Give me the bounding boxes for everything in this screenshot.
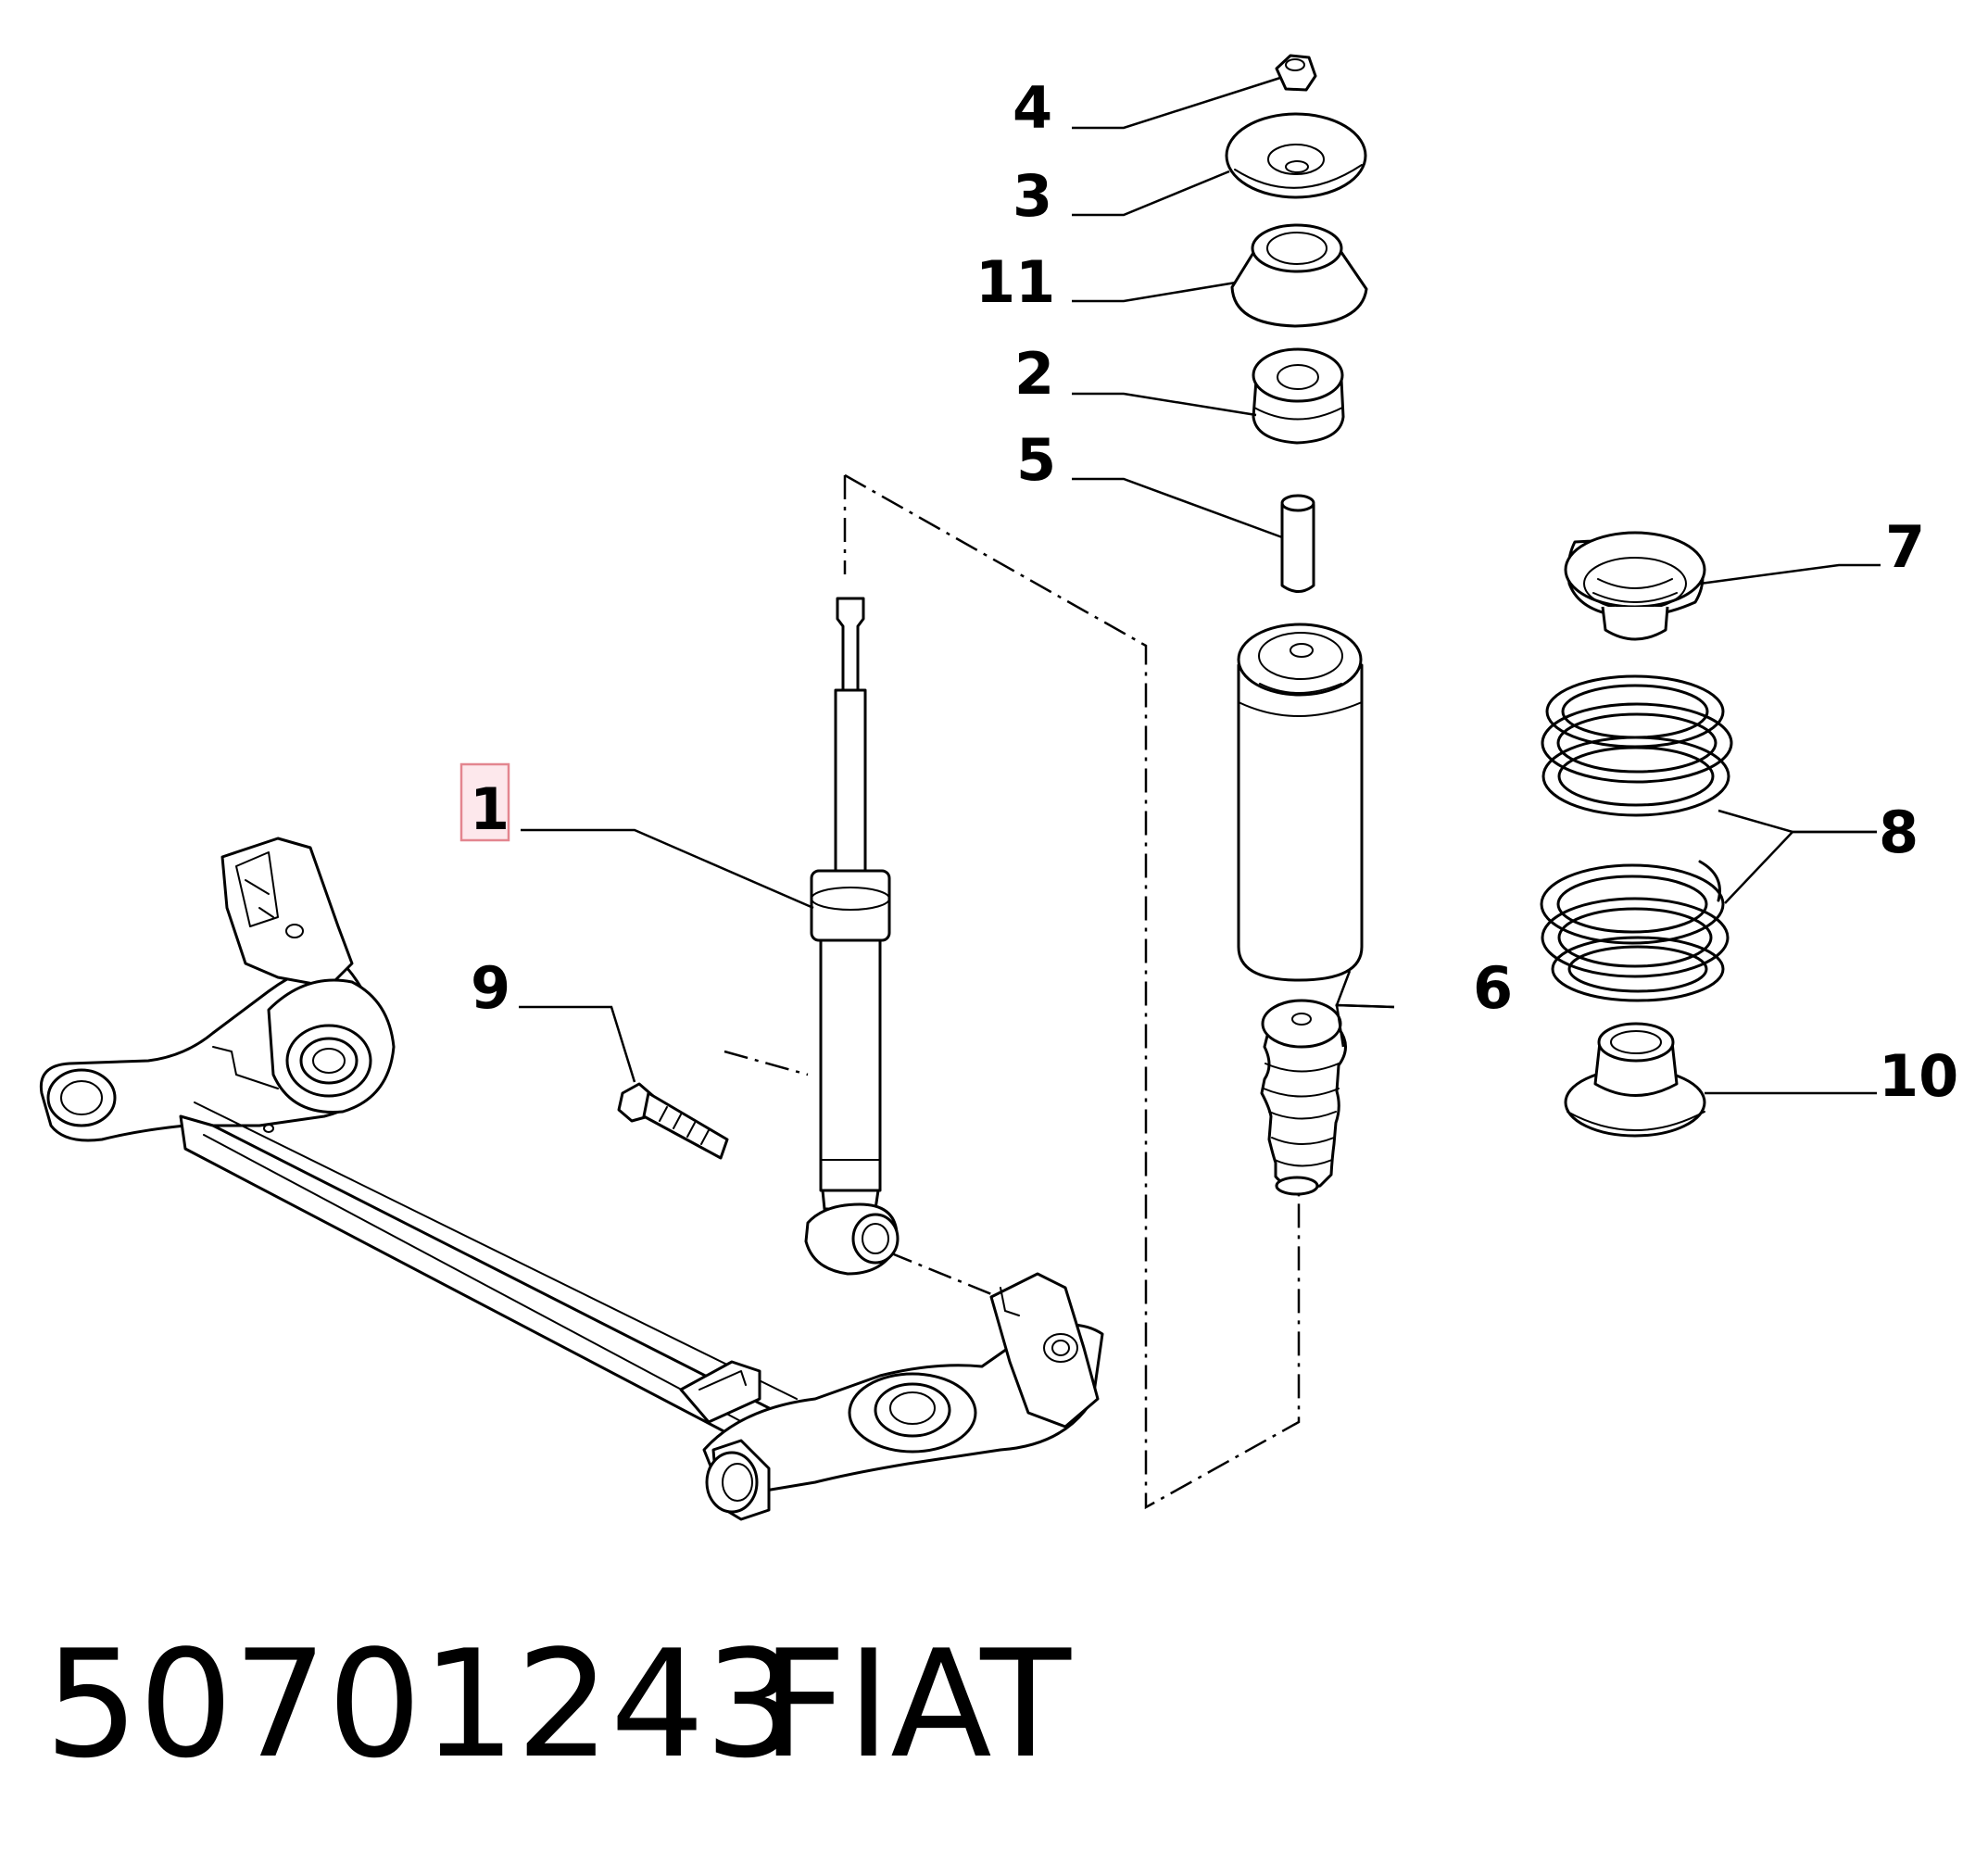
top-nut — [1275, 54, 1317, 92]
upper-bushing — [1252, 347, 1345, 445]
callout-6: 6 — [1473, 954, 1513, 1022]
coil-spring-lower — [1540, 860, 1730, 1002]
leader-lines — [519, 76, 1881, 1095]
callout-10: 10 — [1879, 1042, 1958, 1110]
callout-1: 1 — [470, 775, 510, 843]
dust-boot — [1237, 623, 1364, 982]
upper-cone-mount — [1230, 223, 1368, 328]
shock-absorber — [804, 597, 900, 1276]
rear-axle-beam — [39, 837, 1104, 1521]
spacer-tube — [1280, 494, 1315, 593]
callout-11: 11 — [975, 248, 1055, 316]
bump-stop — [1260, 999, 1347, 1196]
callout-8: 8 — [1879, 799, 1919, 866]
coil-spring-upper — [1541, 674, 1733, 817]
callout-2: 2 — [1014, 340, 1054, 408]
callout-5: 5 — [1016, 426, 1056, 494]
upper-spring-seat — [1564, 531, 1706, 641]
callout-9: 9 — [471, 954, 510, 1022]
callout-4: 4 — [1013, 74, 1052, 142]
callout-7: 7 — [1885, 513, 1925, 581]
lower-spring-seat — [1564, 1022, 1706, 1138]
callout-labels: 1 2 3 4 5 6 7 8 9 10 11 — [470, 74, 1958, 1110]
top-washer — [1225, 112, 1367, 199]
assembly-guide-lines — [723, 473, 1301, 1510]
highlight-box — [459, 762, 510, 842]
brand-name: FIAT — [761, 1618, 1071, 1791]
mounting-bolt — [617, 1082, 729, 1160]
part-number: 50701243 — [44, 1618, 799, 1791]
callout-3: 3 — [1013, 162, 1052, 230]
